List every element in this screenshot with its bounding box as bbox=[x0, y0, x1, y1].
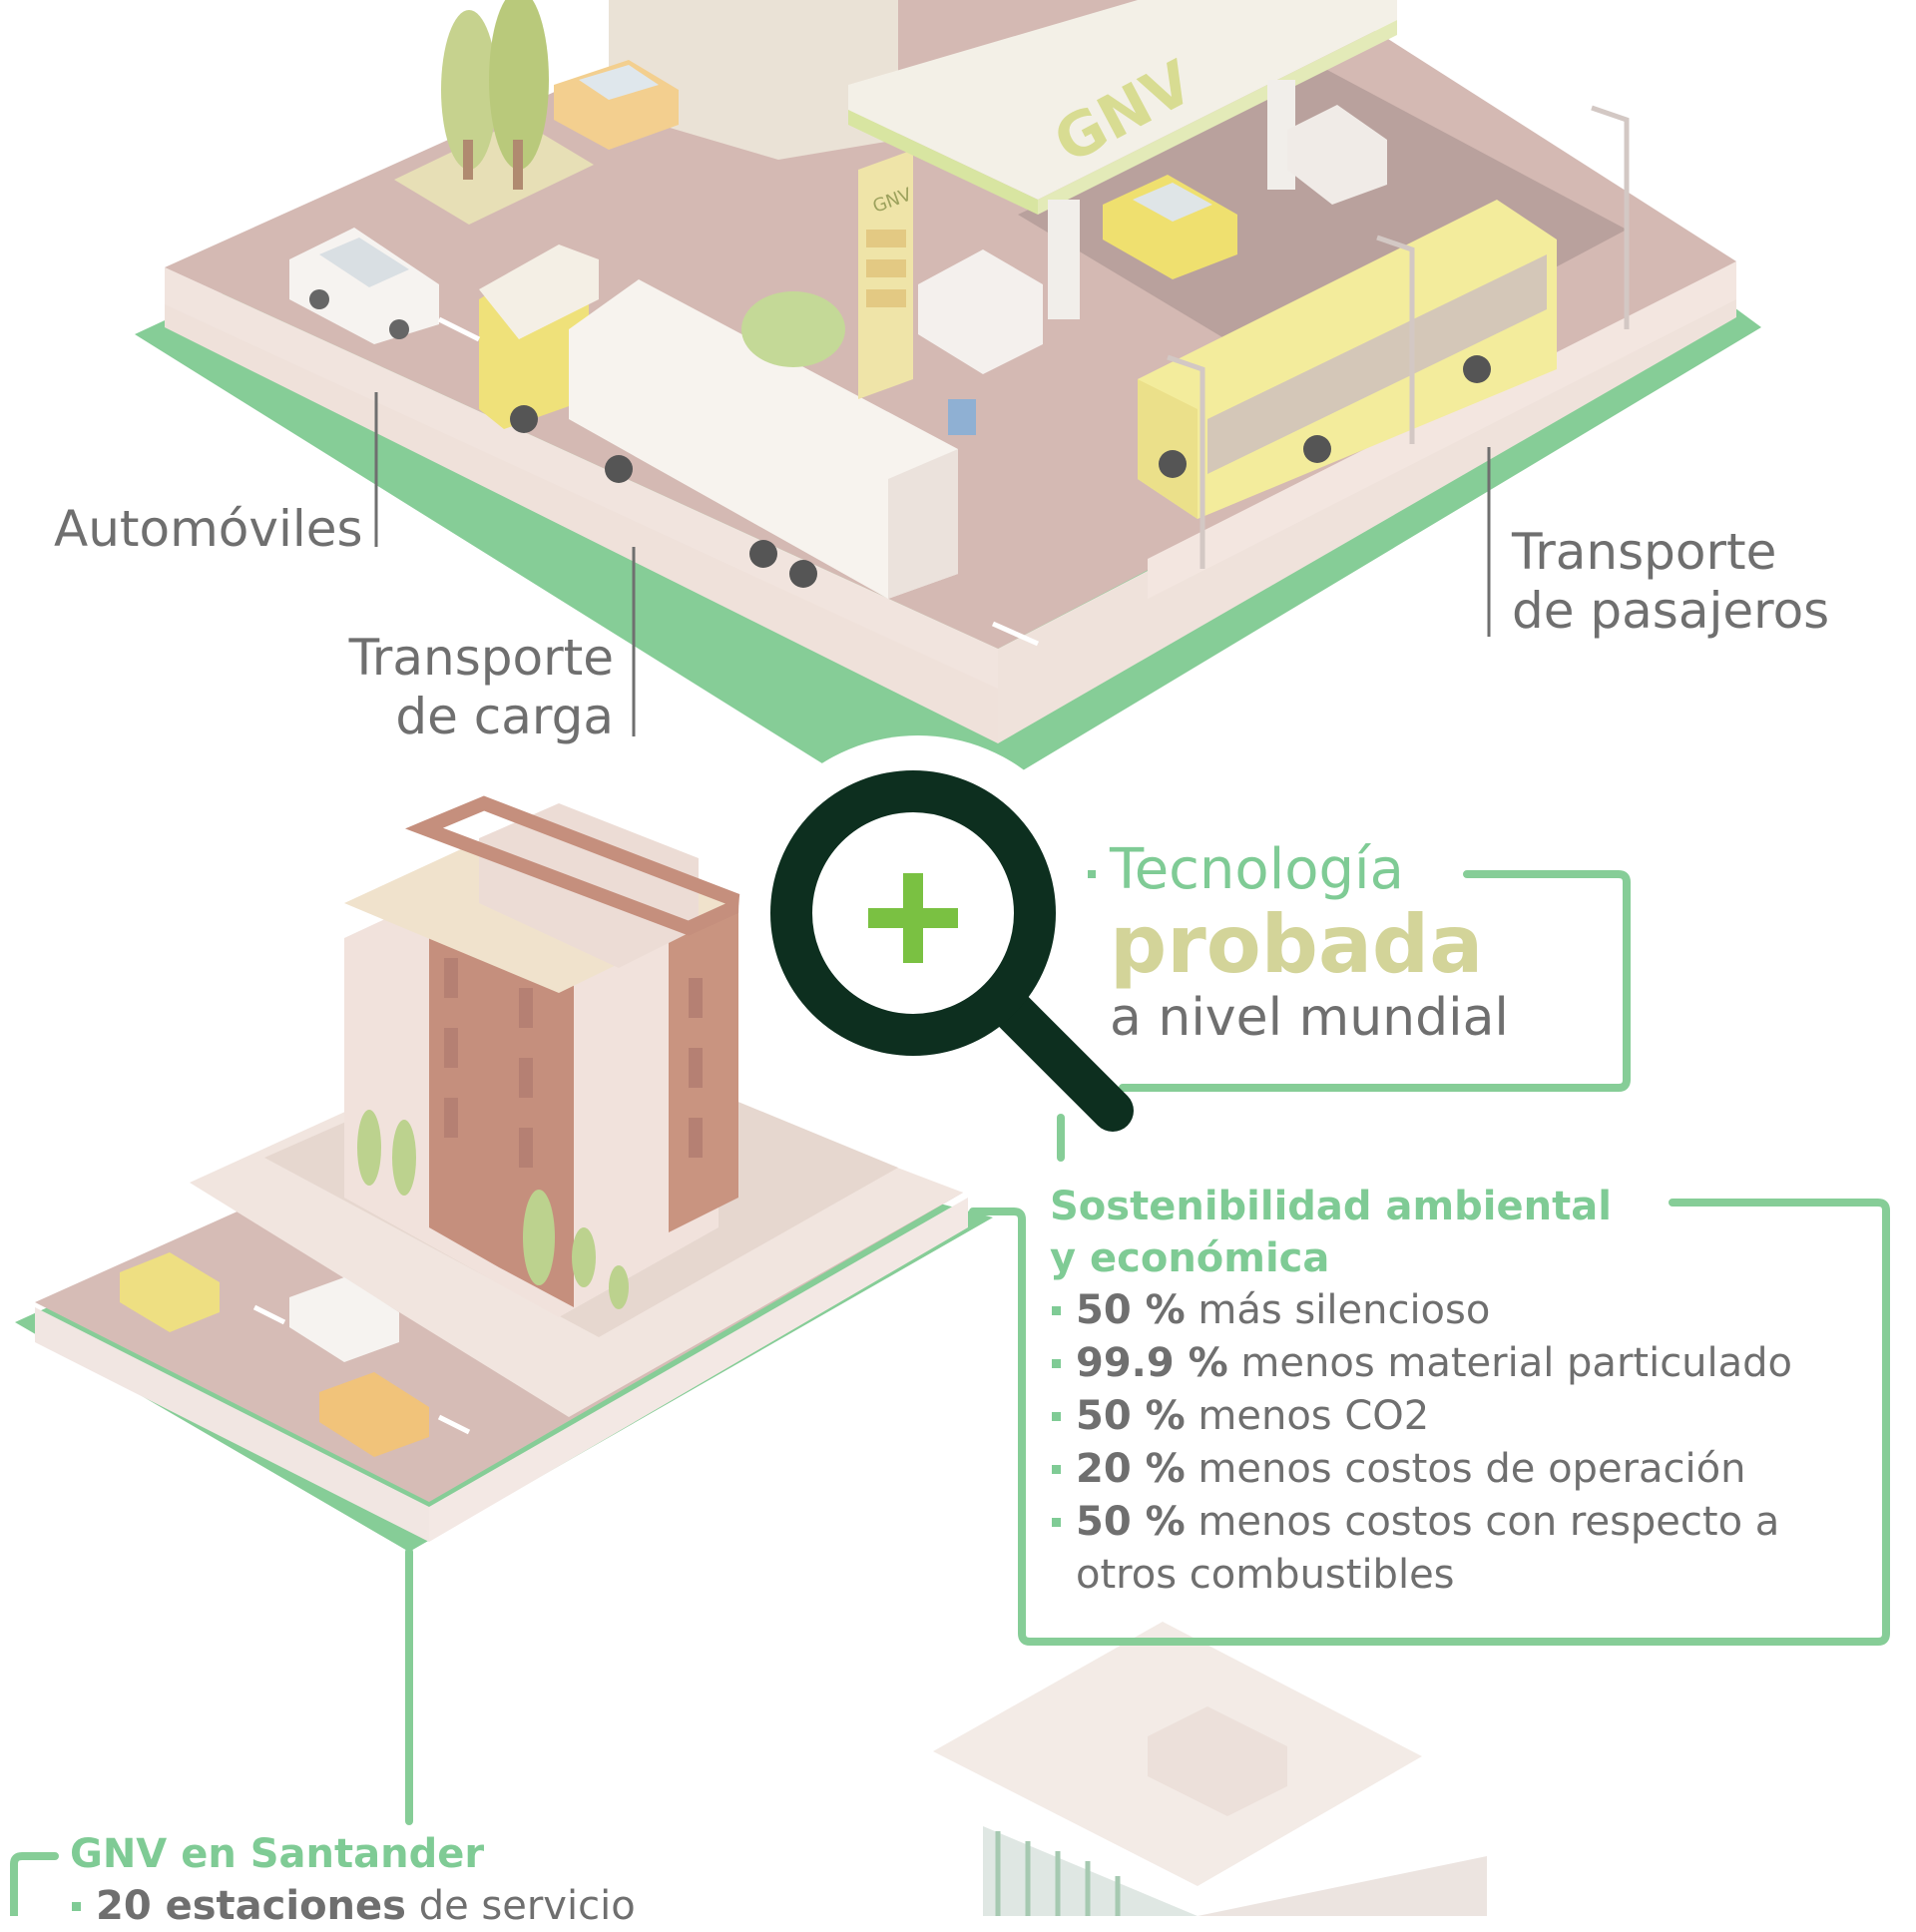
stat-value: 50 % bbox=[1076, 1287, 1186, 1333]
bus bbox=[1138, 200, 1557, 519]
sustainability-callout: Sostenibilidad ambiental y económica 50 … bbox=[1050, 1181, 1888, 1602]
office-roof-unit bbox=[1148, 1706, 1287, 1816]
connector-lines bbox=[10, 870, 1890, 1916]
direction-sign bbox=[948, 399, 976, 435]
street-lamp bbox=[1591, 105, 1630, 329]
sustainability-title-line1: Sostenibilidad ambiental bbox=[1050, 1184, 1612, 1229]
stat-text: menos CO2 bbox=[1198, 1393, 1430, 1439]
list-item: 20 estaciones de servicio bbox=[70, 1880, 768, 1932]
label-transporte-pasajeros-line1: Transporte bbox=[1512, 523, 1777, 581]
stat-value: 50 % bbox=[1076, 1499, 1186, 1545]
stat-text: menos costos de operación bbox=[1198, 1446, 1746, 1492]
label-transporte-carga-line2: de carga bbox=[395, 688, 614, 745]
van-white bbox=[918, 105, 1387, 374]
car-orange-apartment bbox=[319, 1372, 429, 1457]
apartment-platform-side-right bbox=[429, 1198, 968, 1542]
santander-title: GNV en Santander bbox=[70, 1831, 485, 1877]
apartment-facade-brick-right bbox=[669, 903, 738, 1232]
apartment-platform-side bbox=[35, 1307, 429, 1542]
stat-text: de servicio bbox=[418, 1883, 636, 1929]
road-line bbox=[252, 1304, 286, 1325]
tech-bullet bbox=[1088, 870, 1096, 878]
station-shop bbox=[609, 0, 898, 160]
label-transporte-carga-line1: Transporte bbox=[348, 629, 614, 687]
gnv-pylon: GNV bbox=[858, 150, 915, 399]
list-item: 99.9 % menos material particulado bbox=[1050, 1337, 1888, 1390]
office-windows bbox=[995, 1831, 1121, 1916]
apartment-windows bbox=[444, 958, 703, 1168]
bush bbox=[741, 291, 845, 367]
stat-value: 20 % bbox=[1076, 1446, 1186, 1492]
technology-line3: a nivel mundial bbox=[1110, 988, 1509, 1048]
tech-box-outline bbox=[1119, 870, 1631, 1092]
apartment-scene bbox=[15, 795, 993, 1552]
technology-line1: Tecnología bbox=[1110, 837, 1404, 902]
garden-trees bbox=[357, 1110, 629, 1309]
list-item: 20 % menos costos de operación bbox=[1050, 1443, 1888, 1496]
car-orange bbox=[554, 60, 679, 150]
stat-text: menos costos con respecto a otros combus… bbox=[1076, 1499, 1780, 1598]
technology-line2: probada bbox=[1110, 898, 1484, 991]
santander-list: 20 estaciones de servicio bbox=[70, 1880, 768, 1932]
car-white-apartment bbox=[289, 1277, 399, 1362]
sustainability-title-line2: y económica bbox=[1050, 1235, 1330, 1281]
stat-value: 99.9 % bbox=[1076, 1340, 1228, 1386]
road-line bbox=[437, 316, 481, 342]
stat-value: 20 estaciones bbox=[96, 1883, 406, 1929]
label-transporte-pasajeros-line2: de pasajeros bbox=[1512, 582, 1830, 640]
truck bbox=[479, 244, 958, 599]
technology-callout: Tecnología probada a nivel mundial bbox=[1110, 837, 1509, 1049]
stat-text: más silencioso bbox=[1198, 1287, 1491, 1333]
stat-value: 50 % bbox=[1076, 1393, 1186, 1439]
sost-box-outline bbox=[969, 1199, 1890, 1646]
santander-callout: GNV en Santander 20 estaciones de servic… bbox=[70, 1828, 768, 1932]
gas-station-scene: GNV GNV bbox=[135, 0, 1761, 773]
car-white-left bbox=[289, 228, 439, 344]
office-scene bbox=[933, 1622, 1487, 1916]
car-yellow bbox=[1103, 175, 1237, 279]
santander-box-outline bbox=[10, 1852, 59, 1916]
car-yellow-apartment bbox=[120, 1252, 220, 1332]
list-item: 50 % menos CO2 bbox=[1050, 1390, 1888, 1443]
gnv-canopy: GNV bbox=[848, 0, 1397, 319]
sustainability-list: 50 % más silencioso 99.9 % menos materia… bbox=[1050, 1284, 1888, 1602]
stat-text: menos material particulado bbox=[1240, 1340, 1793, 1386]
road-line bbox=[437, 1414, 471, 1435]
station-sidewalk bbox=[165, 267, 998, 689]
street-lamp bbox=[1167, 354, 1205, 569]
magnifier-handle bbox=[989, 987, 1134, 1132]
office-wall-right bbox=[1198, 1856, 1487, 1916]
magnifier-plus-icon bbox=[738, 735, 1134, 1132]
road-line bbox=[991, 621, 1040, 647]
label-automoviles: Automóviles bbox=[54, 500, 363, 558]
trees bbox=[394, 0, 594, 225]
list-item: 50 % más silencioso bbox=[1050, 1284, 1888, 1337]
station-sidewalk-right bbox=[1148, 261, 1736, 599]
station-pavement bbox=[1018, 70, 1627, 394]
street-lamp bbox=[1376, 235, 1415, 444]
plus-horizontal bbox=[868, 908, 958, 928]
list-item: 50 % menos costos con respecto a otros c… bbox=[1050, 1496, 1854, 1602]
